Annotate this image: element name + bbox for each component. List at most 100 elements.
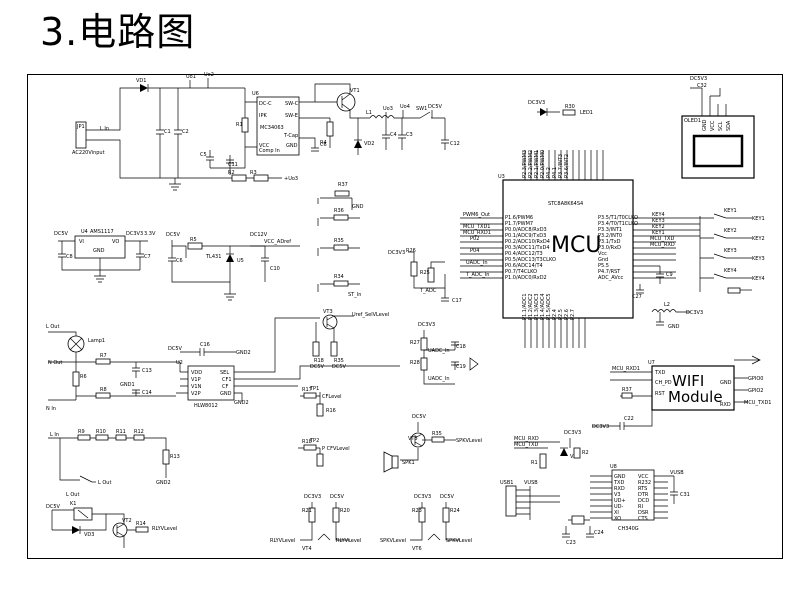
svg-text:P1.4/ADC4: P1.4/ADC4 xyxy=(540,293,546,320)
svg-text:C17: C17 xyxy=(452,298,462,304)
svg-text:VDD: VDD xyxy=(191,370,202,376)
svg-text:P02: P02 xyxy=(470,236,479,242)
svg-text:DC5V: DC5V xyxy=(168,346,183,352)
test-points: TP1 R17 CFLevel R16 TP2 R18 P CFVLevel xyxy=(298,386,350,467)
svg-text:P0.4/ADC12/T3: P0.4/ADC12/T3 xyxy=(505,251,543,257)
svg-text:DC-C: DC-C xyxy=(259,101,272,107)
svg-text:R35: R35 xyxy=(334,238,344,244)
svg-text:MCU_TXD1: MCU_TXD1 xyxy=(744,400,771,406)
svg-text:P1.0/ADC0/RxD2: P1.0/ADC0/RxD2 xyxy=(505,275,547,281)
svg-text:R2: R2 xyxy=(228,170,235,176)
svg-text:Comp In: Comp In xyxy=(259,148,280,154)
resistor-ladder: R37 GND R36 R35 R34 ST_In xyxy=(317,182,364,298)
svg-text:L In: L In xyxy=(50,432,59,438)
wifi-module xyxy=(651,365,735,411)
svg-text:SPKVLevel: SPKVLevel xyxy=(446,538,472,544)
svg-text:MCU_TXD1: MCU_TXD1 xyxy=(463,224,490,230)
svg-text:VCC: VCC xyxy=(638,474,649,480)
svg-text:+Uo3: +Uo3 xyxy=(284,176,298,182)
mcu-block: U3 STC8A8K64S4 MCU P1.6/PWM6 P1.7/PWM7 P… xyxy=(460,100,703,348)
svg-text:R1: R1 xyxy=(531,460,538,466)
vt4-label: VT4 xyxy=(302,546,312,552)
svg-text:SCL: SCL xyxy=(718,121,724,131)
svg-text:DC5V: DC5V xyxy=(440,494,455,500)
l1-label: L1 xyxy=(366,110,372,116)
svg-text:P0.6/ADC14/T4: P0.6/ADC14/T4 xyxy=(505,263,543,269)
svg-text:P1.3/ADC3: P1.3/ADC3 xyxy=(534,293,540,320)
svg-text:DC5V3: DC5V3 xyxy=(690,76,707,82)
vd1-label: VD1 xyxy=(136,78,146,84)
mc34063-chip xyxy=(256,96,300,156)
ch340g-chip xyxy=(611,469,655,521)
svg-text:P3.2/INT0: P3.2/INT0 xyxy=(598,233,622,239)
vt2-label: VT2 xyxy=(122,518,132,524)
svg-text:XI: XI xyxy=(614,510,619,516)
key3-label: KEY3 xyxy=(724,248,737,254)
svg-text:R25: R25 xyxy=(420,270,430,276)
key1-label: KEY1 xyxy=(724,208,737,214)
svg-text:R30: R30 xyxy=(565,104,575,110)
svg-text:Uo3: Uo3 xyxy=(383,106,393,112)
tl431-section: DC5V R5 C6 TL431 U5 C10 DC12V VCC_ADref xyxy=(166,232,300,301)
svg-text:Vcc: Vcc xyxy=(598,251,607,257)
buzzer-label: SPK1 xyxy=(402,460,415,466)
svg-text:KEY1: KEY1 xyxy=(752,216,765,222)
n-in-label: N In xyxy=(46,406,56,412)
svg-text:C19: C19 xyxy=(456,364,466,370)
svg-text:C14: C14 xyxy=(142,390,152,396)
svg-text:R2: R2 xyxy=(582,450,589,456)
svg-text:P3.3/INT1: P3.3/INT1 xyxy=(598,227,622,233)
svg-text:DC5V: DC5V xyxy=(54,231,69,237)
svg-text:R36: R36 xyxy=(334,208,344,214)
led1-label: LED1 xyxy=(580,110,593,116)
svg-text:ADC_AVcc: ADC_AVcc xyxy=(598,275,624,281)
vt3-label: VT3 xyxy=(323,309,333,315)
cf-level-label: CFLevel xyxy=(322,394,342,400)
svg-text:RXD: RXD xyxy=(614,486,625,492)
svg-text:V2P: V2P xyxy=(191,391,201,397)
hlw8012-chip xyxy=(187,365,235,401)
svg-text:VD2: VD2 xyxy=(364,141,374,147)
svg-text:C8: C8 xyxy=(66,254,73,260)
svg-text:DC5V: DC5V xyxy=(332,364,347,370)
svg-text:V1P: V1P xyxy=(191,377,201,383)
svg-text:P2.5: P2.5 xyxy=(558,309,564,320)
svg-text:SDA: SDA xyxy=(726,120,732,131)
svg-text:SEL: SEL xyxy=(220,370,229,376)
svg-text:GND: GND xyxy=(286,143,298,149)
svg-text:U4: U4 xyxy=(81,229,88,235)
svg-text:P0.7/T4CLKO: P0.7/T4CLKO xyxy=(505,269,537,275)
usb-connector xyxy=(505,485,517,517)
svg-text:P5.5: P5.5 xyxy=(598,263,609,269)
svg-text:VCC: VCC xyxy=(259,143,270,149)
svg-text:R14: R14 xyxy=(136,521,146,527)
svg-text:RI: RI xyxy=(638,504,643,510)
svg-text:R28: R28 xyxy=(410,360,420,366)
svg-text:R16: R16 xyxy=(326,408,336,414)
svg-text:GND: GND xyxy=(220,391,232,397)
svg-text:R35: R35 xyxy=(432,431,442,437)
svg-text:KEY2: KEY2 xyxy=(752,236,765,242)
svg-text:PWM6_Out: PWM6_Out xyxy=(463,212,490,218)
svg-text:DC3V3: DC3V3 xyxy=(388,250,405,256)
svg-text:R7: R7 xyxy=(100,353,107,359)
lamp-section: L Out Lamp1 N Out N In R6 R7 R8 C13 C14 … xyxy=(46,324,180,412)
gpio0-label: GPIO0 xyxy=(748,376,763,382)
mcu-ref: U3 xyxy=(498,174,505,180)
svg-text:R23: R23 xyxy=(412,508,422,514)
svg-text:R13: R13 xyxy=(170,454,180,460)
svg-text:P4.2: P4.2 xyxy=(546,167,552,178)
u8-label: U8 xyxy=(610,464,617,470)
svg-text:DTR: DTR xyxy=(638,492,649,498)
svg-text:R232: R232 xyxy=(638,480,651,486)
svg-text:P4.1: P4.1 xyxy=(552,167,558,178)
svg-text:P1.6/PWM6: P1.6/PWM6 xyxy=(505,215,533,221)
svg-text:RLYVLevel: RLYVLevel xyxy=(336,538,361,544)
svg-text:C24: C24 xyxy=(594,530,604,536)
svg-text:TXD: TXD xyxy=(613,480,624,486)
mcu-chip xyxy=(502,179,634,319)
